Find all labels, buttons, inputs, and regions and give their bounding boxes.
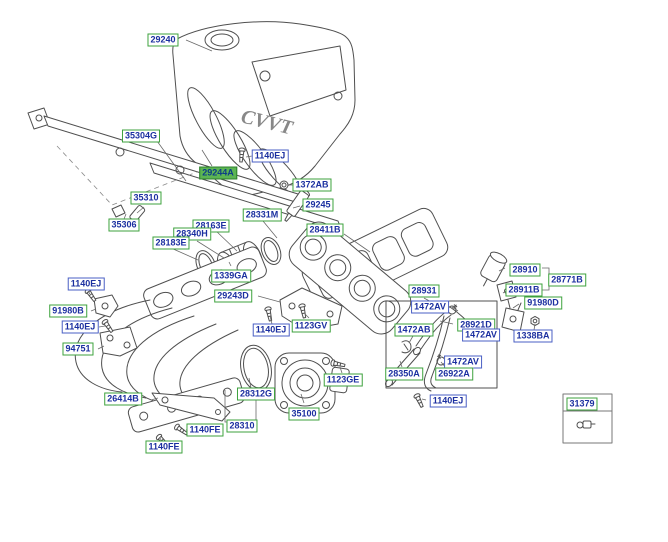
part-label-28911b[interactable]: 28911B — [505, 283, 543, 297]
part-label-1140ej[interactable]: 1140EJ — [61, 320, 99, 334]
part-label-91980d[interactable]: 91980D — [524, 296, 562, 310]
part-label-31379[interactable]: 31379 — [566, 397, 598, 411]
part-label-28411b[interactable]: 28411B — [306, 223, 344, 237]
part-label-28771b[interactable]: 28771B — [548, 273, 586, 287]
fuel-rail-drawing — [27, 107, 343, 232]
part-label-1338ba[interactable]: 1338BA — [513, 329, 553, 343]
part-label-1140ej[interactable]: 1140EJ — [67, 277, 105, 291]
part-label-28312g[interactable]: 28312G — [236, 387, 276, 401]
part-label-1372ab[interactable]: 1372AB — [292, 178, 332, 192]
part-label-35310[interactable]: 35310 — [130, 191, 162, 205]
part-label-94751[interactable]: 94751 — [62, 342, 94, 356]
part-label-1123gv[interactable]: 1123GV — [291, 319, 331, 333]
part-label-1123ge[interactable]: 1123GE — [323, 373, 363, 387]
engine-cover-drawing: CVVT — [172, 21, 356, 196]
part-label-1140ej[interactable]: 1140EJ — [252, 323, 290, 337]
part-label-28310[interactable]: 28310 — [226, 419, 258, 433]
part-label-1140ej[interactable]: 1140EJ — [251, 149, 289, 163]
part-label-1339ga[interactable]: 1339GA — [211, 269, 251, 283]
legend-box — [562, 393, 613, 444]
part-label-28931[interactable]: 28931 — [408, 284, 440, 298]
part-label-35306[interactable]: 35306 — [108, 218, 140, 232]
part-label-26414b[interactable]: 26414B — [104, 392, 142, 406]
part-label-1140ej[interactable]: 1140EJ — [429, 394, 467, 408]
part-label-29244a[interactable]: 29244A — [199, 166, 237, 180]
part-label-35100[interactable]: 35100 — [288, 407, 320, 421]
part-label-1472av[interactable]: 1472AV — [462, 328, 500, 342]
part-label-29243d[interactable]: 29243D — [214, 289, 252, 303]
part-label-35304g[interactable]: 35304G — [121, 129, 161, 143]
intake-manifold-drawing — [74, 246, 267, 433]
part-label-28910[interactable]: 28910 — [509, 263, 541, 277]
part-label-91980b[interactable]: 91980B — [49, 304, 87, 318]
legend-part-icon — [576, 420, 596, 429]
part-label-29240[interactable]: 29240 — [147, 33, 179, 47]
part-label-29245[interactable]: 29245 — [302, 198, 334, 212]
part-label-1140fe[interactable]: 1140FE — [145, 440, 183, 454]
part-label-26922a[interactable]: 26922A — [435, 367, 473, 381]
part-label-1472av[interactable]: 1472AV — [444, 355, 482, 369]
part-label-28331m[interactable]: 28331M — [242, 208, 282, 222]
part-label-28350a[interactable]: 28350A — [385, 367, 423, 381]
part-label-1472av[interactable]: 1472AV — [411, 300, 449, 314]
part-label-1472ab[interactable]: 1472AB — [394, 323, 434, 337]
throttle-body-drawing — [240, 344, 350, 414]
part-label-1140fe[interactable]: 1140FE — [186, 423, 224, 437]
part-label-28183e[interactable]: 28183E — [152, 236, 190, 250]
